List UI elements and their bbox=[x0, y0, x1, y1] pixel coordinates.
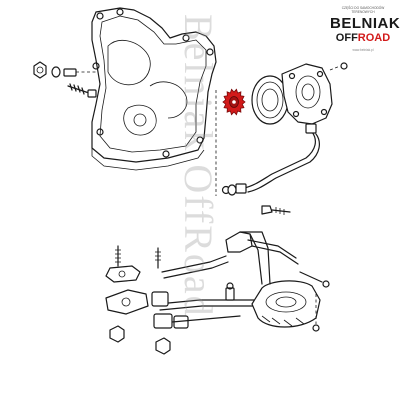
oil-strainer-assembly bbox=[105, 231, 330, 355]
logo-url: www.belniak.pl bbox=[352, 48, 374, 52]
gear-bore bbox=[232, 100, 236, 104]
oil-pump-body bbox=[281, 62, 348, 125]
timing-cover bbox=[91, 7, 217, 171]
logo-name: BELNIAK bbox=[330, 15, 400, 32]
logo-subtitle: OFFROAD bbox=[330, 32, 396, 44]
oil-pump-drive-gear bbox=[222, 88, 246, 116]
brand-logo: CZĘŚCI DO SAMOCHODÓW TERENOWYCH BELNIAK … bbox=[328, 2, 400, 72]
oil-pump-rotor-ring bbox=[251, 75, 289, 125]
logo-caption: CZĘŚCI DO SAMOCHODÓW TERENOWYCH bbox=[341, 6, 385, 14]
logo-sub-road: ROAD bbox=[357, 32, 391, 44]
small-fittings bbox=[227, 184, 291, 215]
left-fasteners bbox=[33, 61, 97, 98]
logo-sub-off: OFF bbox=[335, 32, 358, 44]
oil-line-upper bbox=[215, 90, 320, 196]
